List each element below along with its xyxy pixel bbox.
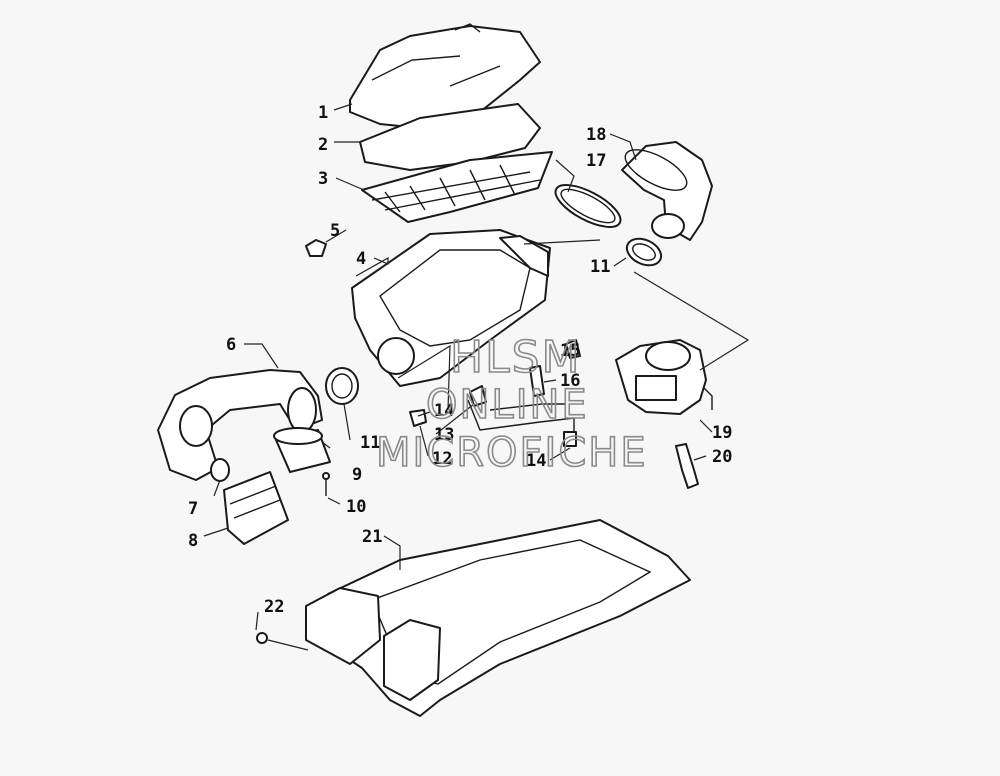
callout-4[interactable]: 4 (356, 249, 366, 269)
watermark-line-2: ONLINE (426, 382, 589, 428)
callout-13[interactable]: 13 (434, 425, 454, 445)
part-20-drain-hose[interactable] (675, 443, 699, 489)
callout-5[interactable]: 5 (330, 221, 340, 241)
part-7-ring[interactable] (210, 458, 230, 482)
part-6-intake-duct[interactable] (157, 369, 323, 481)
callout-17[interactable]: 17 (586, 151, 606, 171)
callout-10[interactable]: 10 (346, 497, 366, 517)
callout-22[interactable]: 22 (264, 597, 284, 617)
leader-lines (203, 103, 750, 651)
part-14-hose[interactable] (467, 399, 577, 447)
callout-20[interactable]: 20 (712, 447, 732, 467)
part-2-air-filter[interactable] (359, 103, 541, 171)
callout-3[interactable]: 3 (318, 169, 328, 189)
callout-21[interactable]: 21 (362, 527, 382, 547)
callout-7[interactable]: 7 (188, 499, 198, 519)
part-9-boot[interactable] (273, 427, 331, 473)
part-16-hose[interactable] (529, 365, 545, 397)
part-5-clip[interactable] (305, 239, 327, 257)
callouts: 1 2 3 5 4 6 7 8 9 10 11 12 13 14 14 15 1… (188, 103, 732, 617)
callout-14-right[interactable]: 14 (526, 451, 546, 471)
callout-6[interactable]: 6 (226, 335, 236, 355)
part-19-carburetor[interactable] (615, 339, 713, 415)
callout-8[interactable]: 8 (188, 531, 198, 551)
callout-14-left[interactable]: 14 (434, 401, 454, 421)
part-22-screw[interactable] (256, 632, 268, 644)
watermark-line-1: HLSM (450, 332, 582, 383)
watermark-line-3: MICROFICHE (376, 430, 648, 476)
part-4-air-box[interactable] (351, 229, 551, 387)
part-15-fitting[interactable] (565, 339, 581, 359)
part-21-belly-pan[interactable] (305, 519, 691, 717)
callout-19[interactable]: 19 (712, 423, 732, 443)
part-17-clamp[interactable] (550, 177, 627, 236)
part-18-intake-boot[interactable] (619, 141, 713, 241)
part-11-clamp-left[interactable] (325, 367, 359, 405)
callout-2[interactable]: 2 (318, 135, 328, 155)
callout-15[interactable]: 15 (560, 341, 580, 361)
callout-11-left[interactable]: 11 (360, 433, 380, 453)
part-13-fitting[interactable] (469, 385, 487, 407)
callout-12[interactable]: 12 (432, 449, 452, 469)
part-1-airbox-cover[interactable] (349, 23, 541, 129)
callout-18[interactable]: 18 (586, 125, 606, 145)
callout-9[interactable]: 9 (352, 465, 362, 485)
part-12-grommet[interactable] (409, 409, 427, 427)
part-8-silencer[interactable] (223, 471, 289, 545)
part-3-filter-screen[interactable] (361, 151, 553, 223)
callout-11-right[interactable]: 11 (590, 257, 610, 277)
callout-1[interactable]: 1 (318, 103, 328, 123)
part-10-screw[interactable] (322, 472, 330, 496)
part-11-clamp-right[interactable] (623, 234, 666, 271)
callout-16[interactable]: 16 (560, 371, 580, 391)
watermark: HLSM ONLINE MICROFICHE (375, 331, 648, 477)
